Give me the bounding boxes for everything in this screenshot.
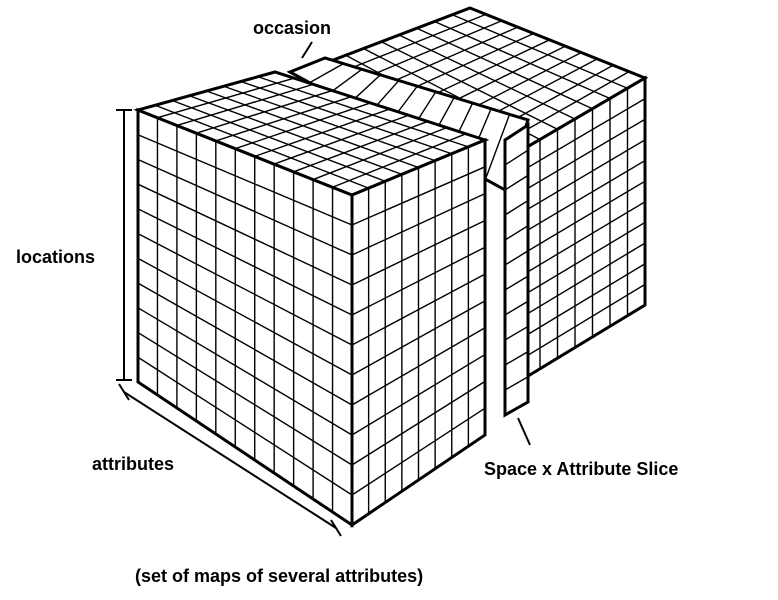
locations-axis-bar [116,109,132,381]
grid-line [137,282,353,406]
slice-front-face [503,122,530,418]
occasion-pointer-line [301,41,313,59]
grid-line [137,331,353,466]
grid-line [504,250,529,266]
grid-line [434,20,611,100]
slice-pointer-line [517,417,531,446]
grid-line [484,114,511,180]
grid-line [504,174,529,191]
grid-line [257,76,469,148]
grid-line [380,41,558,130]
grid-line [137,356,353,496]
grid-line [351,273,486,346]
grid-line [451,14,628,89]
grid-line [240,80,452,155]
grid-line [137,183,353,286]
grid-line [504,275,529,291]
grid-line [398,34,576,120]
grid-line [137,233,353,346]
grid-line [206,90,419,169]
grid-line [504,149,529,166]
grid-line [189,95,403,176]
grid-line [351,246,486,316]
front-block-grid [137,76,486,514]
front-block [133,70,490,528]
attributes-axis-bar [118,383,342,537]
grid-line [351,193,486,256]
grid-line [351,380,486,466]
grid-line [328,68,363,95]
grid-line [504,325,529,341]
grid-line [351,327,486,406]
grid-line [137,257,353,376]
grid-line [504,300,529,316]
grid-line [351,166,486,226]
locations-label: locations [16,247,95,267]
grid-line [137,158,353,256]
grid-line [504,225,529,241]
grid-line [504,376,529,391]
grid-line [351,219,486,286]
grid-line [137,307,353,436]
attributes-label: attributes [92,454,174,474]
grid-line [351,407,486,496]
grid-line [137,134,353,226]
grid-line [351,353,486,436]
caption: (set of maps of several attributes) [135,566,423,586]
grid-line [504,351,529,366]
grid-line [309,63,344,84]
grid-line [223,85,436,162]
slice-label: Space x Attribute Slice [484,459,678,479]
grid-line [351,300,486,376]
grid-line [137,208,353,316]
grid-line [172,99,386,182]
occasion-label: occasion [253,18,331,38]
grid-line [504,199,529,216]
grid-line [416,27,593,110]
grid-line [154,104,369,189]
back-block [324,6,649,393]
